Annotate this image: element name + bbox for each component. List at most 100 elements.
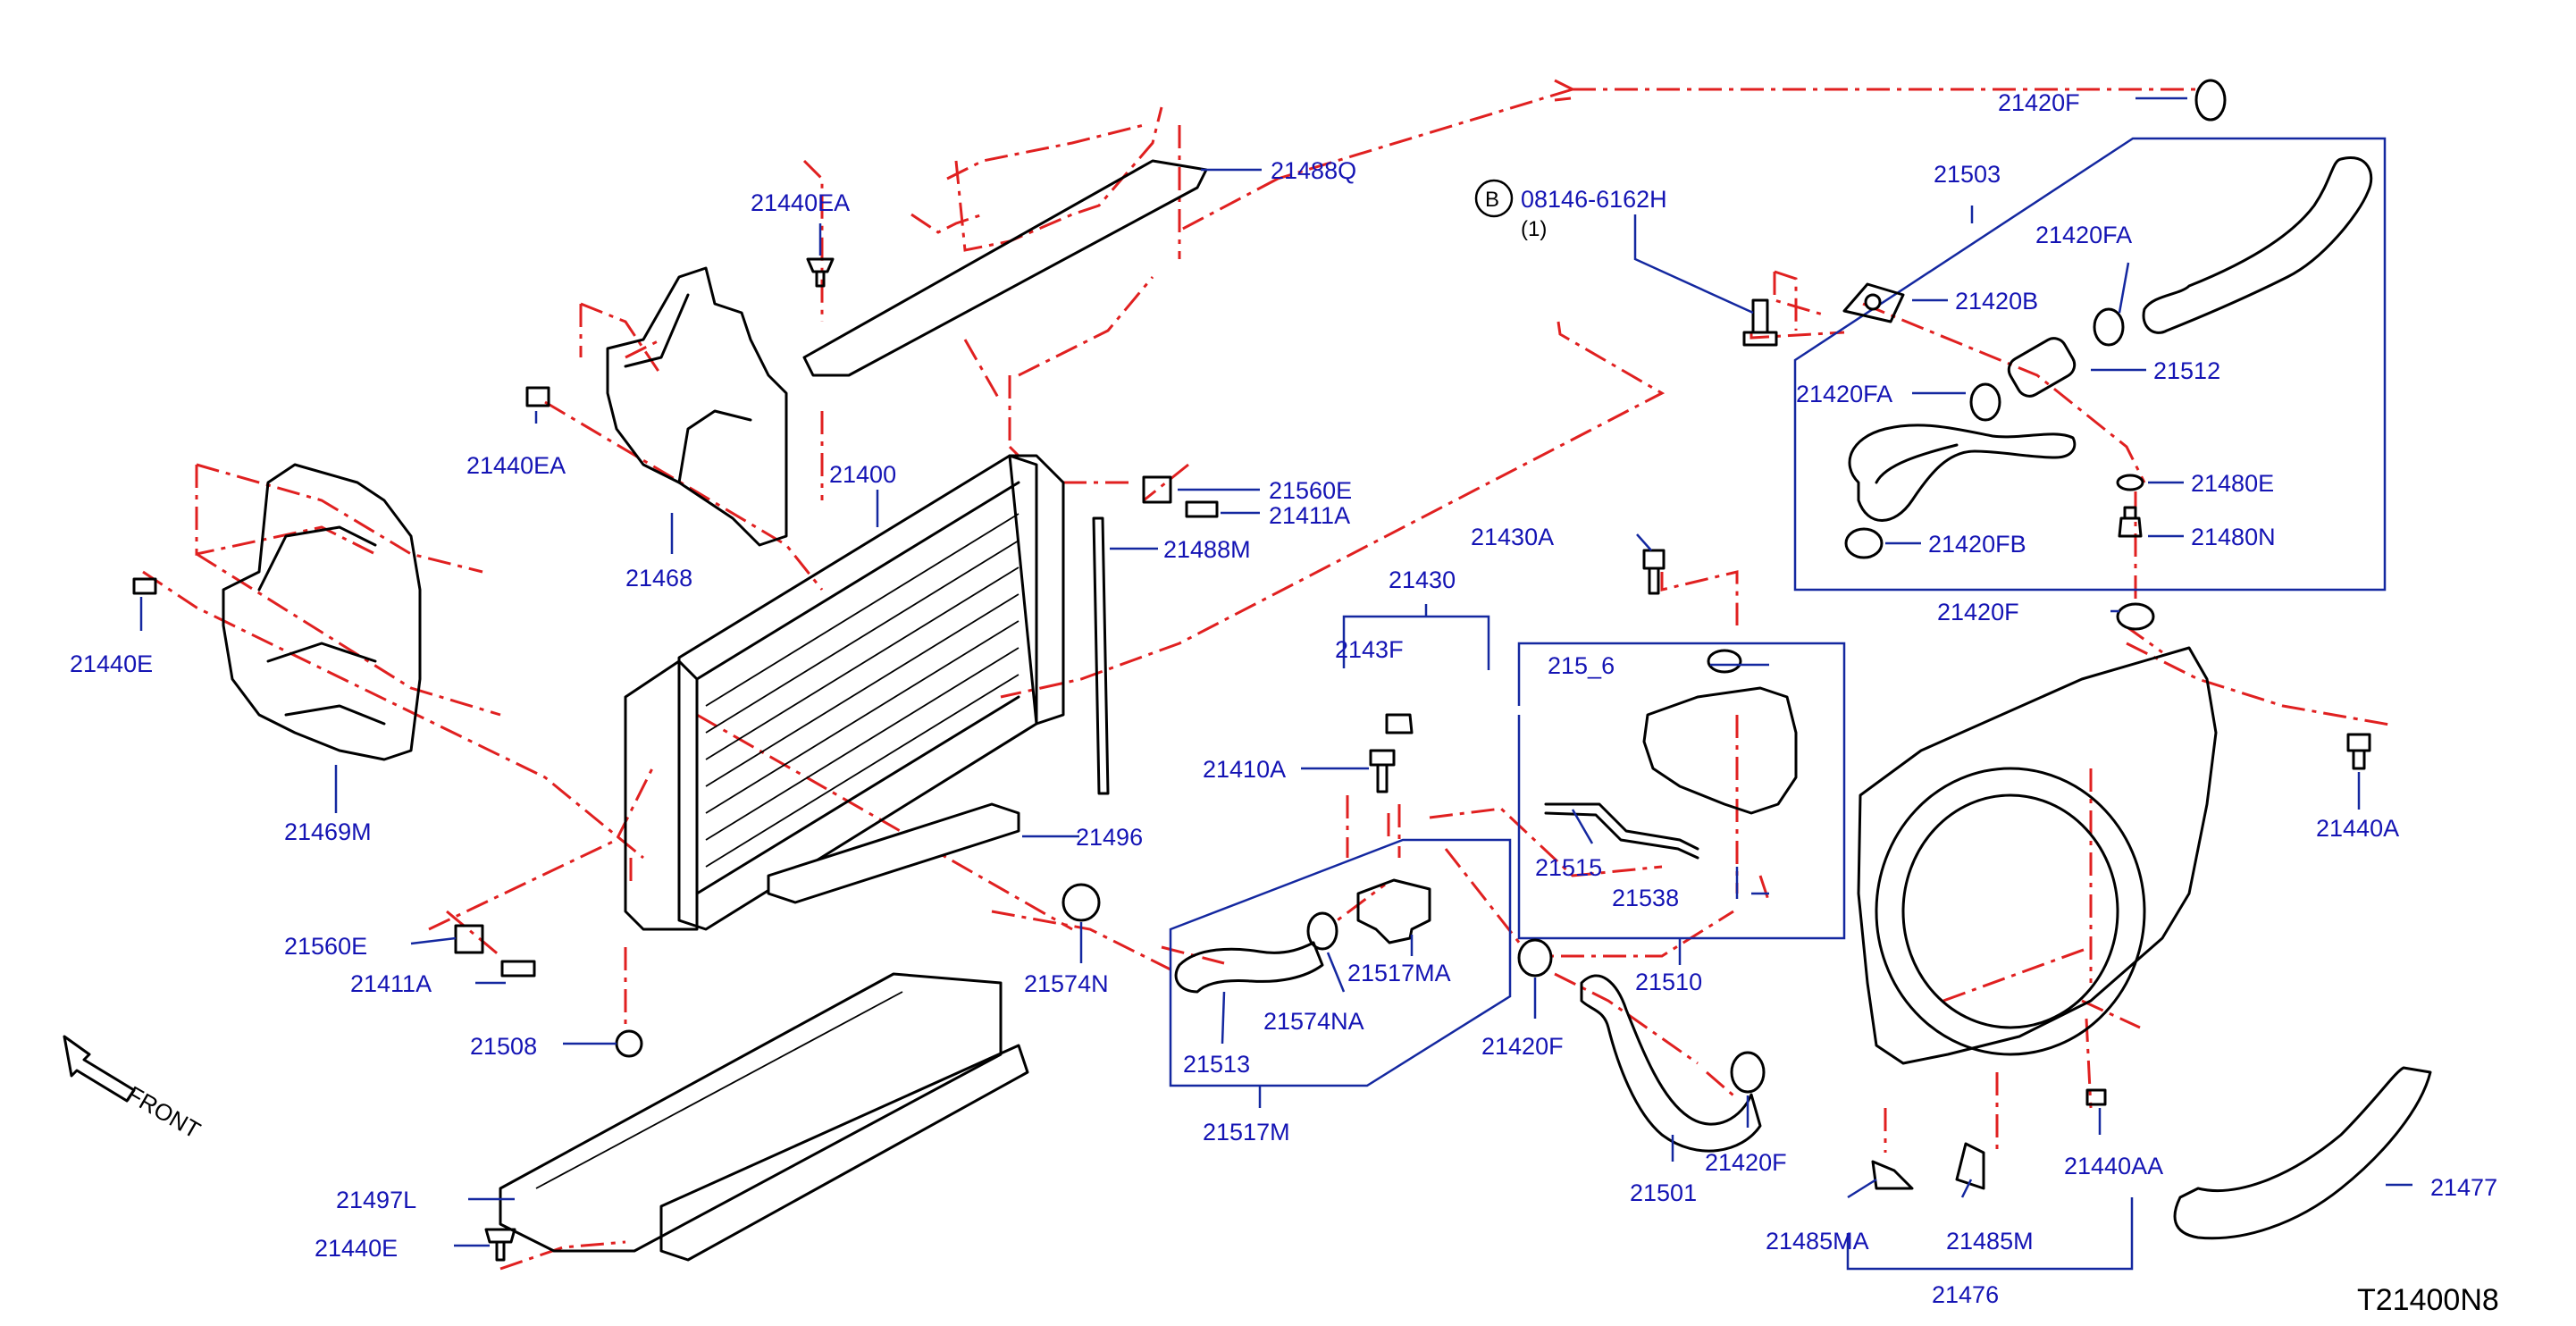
label-21488Q: 21488Q bbox=[1271, 157, 1356, 184]
label-21560E-right: 21560E bbox=[1269, 477, 1352, 504]
label-21510: 21510 bbox=[1635, 969, 1702, 995]
label-21420F-mid: 21420F bbox=[1937, 599, 2019, 625]
label-21420FA-top: 21420FA bbox=[2035, 222, 2132, 248]
hose-21420FB bbox=[1848, 424, 2077, 522]
air-guide-21469M-inner bbox=[257, 525, 386, 726]
shroud-lower-21477 bbox=[2173, 1066, 2432, 1240]
label-21410A: 21410A bbox=[1203, 756, 1286, 783]
radiator-core-edge bbox=[695, 481, 1020, 895]
label-21538: 21538 bbox=[1612, 885, 1679, 911]
clamp-21574NA bbox=[1306, 911, 1338, 951]
label-21508: 21508 bbox=[470, 1033, 537, 1060]
label-21420F-low: 21420F bbox=[1481, 1033, 1564, 1060]
air-guide-21468-inner bbox=[624, 293, 752, 484]
seal-21488Q bbox=[802, 159, 1208, 377]
label-21440E-bottom: 21440E bbox=[315, 1235, 398, 1262]
fan-shroud-ring bbox=[1875, 767, 2146, 1056]
mount-21508 bbox=[615, 1029, 643, 1058]
lower-cover-rib bbox=[535, 991, 903, 1189]
reservoir-hose-21515-b bbox=[1544, 811, 1699, 860]
bolt-qty: (1) bbox=[1521, 217, 1547, 241]
catalog-code: T21400N8 bbox=[2357, 1283, 2499, 1317]
label-21440A: 21440A bbox=[2316, 815, 2399, 842]
label-21411A-left: 21411A bbox=[350, 970, 432, 997]
label-21485M: 21485M bbox=[1946, 1228, 2034, 1255]
bolt-21430A bbox=[1642, 549, 1666, 595]
seal-21496 bbox=[767, 802, 1020, 904]
label-21560E-left: 21560E bbox=[284, 933, 367, 960]
seal-21488M bbox=[1092, 516, 1110, 795]
group-box-21503 bbox=[1793, 137, 2387, 592]
clamp-21420FA-top bbox=[2093, 307, 2125, 347]
radiator-side-tank bbox=[624, 659, 699, 931]
clamp-21574N bbox=[1061, 883, 1101, 922]
label-21469M: 21469M bbox=[284, 818, 372, 845]
bolt-21411A-left bbox=[500, 960, 536, 978]
shroud-bracket-21485MA bbox=[1871, 1160, 1914, 1190]
label-21435: 2143F bbox=[1335, 636, 1404, 663]
reservoir-hose-21515 bbox=[1544, 802, 1699, 851]
label-21574N: 21574N bbox=[1024, 970, 1109, 997]
air-guide-21469M bbox=[222, 463, 422, 761]
label-21440EA-top: 21440EA bbox=[751, 189, 850, 216]
front-arrow bbox=[63, 1035, 136, 1103]
bolt-21410A bbox=[1369, 749, 1396, 793]
hose-clamps bbox=[1061, 79, 2227, 1094]
clamp-21420F-low bbox=[1517, 938, 1553, 978]
label-21420FA-mid: 21420FA bbox=[1796, 381, 1892, 407]
bolt-08146-6162H bbox=[1742, 298, 1778, 347]
fan-shroud-ring-inner bbox=[1901, 793, 2119, 1029]
clip-21440E-left bbox=[132, 577, 157, 595]
clamp-21420F-right bbox=[1730, 1051, 1766, 1094]
label-21420F-right: 21420F bbox=[1705, 1149, 1787, 1176]
lower-cover-rail bbox=[659, 1044, 1029, 1262]
bushing-21560E-left bbox=[454, 924, 484, 954]
label-21503: 21503 bbox=[1934, 161, 2001, 188]
label-21497L: 21497L bbox=[336, 1187, 416, 1213]
hose-21420FB-inner bbox=[1875, 443, 1959, 484]
bushing-21560E-right bbox=[1142, 475, 1172, 504]
clip-21420B bbox=[1842, 282, 1905, 323]
leader-lines bbox=[139, 97, 2412, 1247]
bolt-21440AA bbox=[2085, 1088, 2107, 1106]
label-21574NA: 21574NA bbox=[1263, 1008, 1364, 1035]
upper-hose-21503 bbox=[2142, 156, 2373, 334]
hose-21513 bbox=[1174, 941, 1324, 994]
label-21480E: 21480E bbox=[2191, 470, 2274, 497]
clamp-21420FA-mid bbox=[1969, 382, 2001, 422]
bolt-symbol: B bbox=[1485, 188, 1499, 212]
label-21477: 21477 bbox=[2430, 1174, 2497, 1201]
label-21488M: 21488M bbox=[1163, 536, 1251, 563]
alignment-lines bbox=[142, 79, 2396, 1271]
group-box-21517M bbox=[1169, 838, 1512, 1087]
reservoir-tank-21510 bbox=[1642, 686, 1798, 815]
fan-shroud-21476 bbox=[1857, 646, 2218, 1065]
clamp-21420F-top bbox=[2194, 79, 2227, 122]
group-box-21510 bbox=[1517, 642, 1846, 940]
label-21430: 21430 bbox=[1389, 566, 1456, 593]
label-21496: 21496 bbox=[1076, 824, 1143, 851]
bolt-21440A bbox=[2346, 733, 2371, 770]
bolt-21411A-right bbox=[1185, 500, 1219, 518]
group-box-21476 bbox=[1846, 1197, 2134, 1271]
label-21513: 21513 bbox=[1183, 1051, 1250, 1078]
part-labels: 21420F 21503 21420FA 21420B 21512 21420F… bbox=[70, 89, 2497, 1308]
label-21517M: 21517M bbox=[1203, 1119, 1290, 1146]
label-21440E-left: 21440E bbox=[70, 650, 153, 677]
label-21430A: 21430A bbox=[1471, 524, 1554, 550]
label-21515: 21515 bbox=[1535, 854, 1602, 881]
bracket-21435 bbox=[1385, 713, 1414, 734]
label-21516: 215_6 bbox=[1548, 652, 1615, 679]
radiator-core-fins bbox=[705, 513, 1019, 868]
label-21411A-right: 21411A bbox=[1269, 502, 1350, 529]
label-21420B: 21420B bbox=[1955, 288, 2038, 315]
label-21512: 21512 bbox=[2153, 357, 2220, 384]
radiator-right-tank bbox=[1008, 454, 1065, 726]
bolt-symbol-circle bbox=[1474, 179, 1514, 218]
label-21400: 21400 bbox=[829, 461, 896, 488]
lower-cover-21497L bbox=[499, 972, 1003, 1253]
tee-21517MA bbox=[1356, 878, 1431, 944]
front-label: FRONT bbox=[122, 1080, 206, 1144]
label-21440EA-left: 21440EA bbox=[466, 452, 566, 479]
